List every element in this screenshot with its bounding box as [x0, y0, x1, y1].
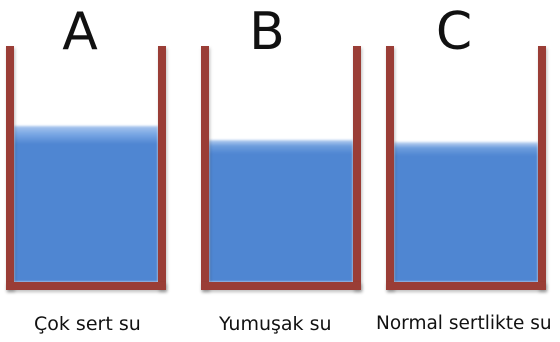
beaker-panel-a: A Çok sert su: [0, 0, 186, 342]
beaker-wall-left: [6, 46, 14, 290]
water-c: [394, 142, 538, 282]
beaker-wall-right: [538, 46, 546, 290]
caption-a: Çok sert su: [34, 313, 141, 335]
beaker-wall-right: [353, 46, 361, 290]
beaker-wall-left: [386, 46, 394, 290]
beaker-panel-b: B Yumuşak su: [187, 0, 373, 342]
beaker-wall-right: [158, 46, 166, 290]
water-b: [209, 140, 353, 282]
panel-letter-b: B: [249, 2, 285, 62]
water-a: [14, 126, 158, 282]
beaker-b: [201, 46, 361, 290]
beaker-wall-left: [201, 46, 209, 290]
beaker-panel-c: C Normal sertlikte su: [374, 0, 560, 342]
beaker-wall-bottom: [386, 282, 546, 290]
caption-b: Yumuşak su: [219, 313, 332, 335]
panel-letter-a: A: [62, 2, 98, 62]
beaker-wall-bottom: [6, 282, 166, 290]
caption-c: Normal sertlikte su: [376, 313, 552, 334]
beaker-a: [6, 46, 166, 290]
panel-letter-c: C: [435, 2, 473, 62]
beaker-c: [386, 46, 546, 290]
beaker-wall-bottom: [201, 282, 361, 290]
